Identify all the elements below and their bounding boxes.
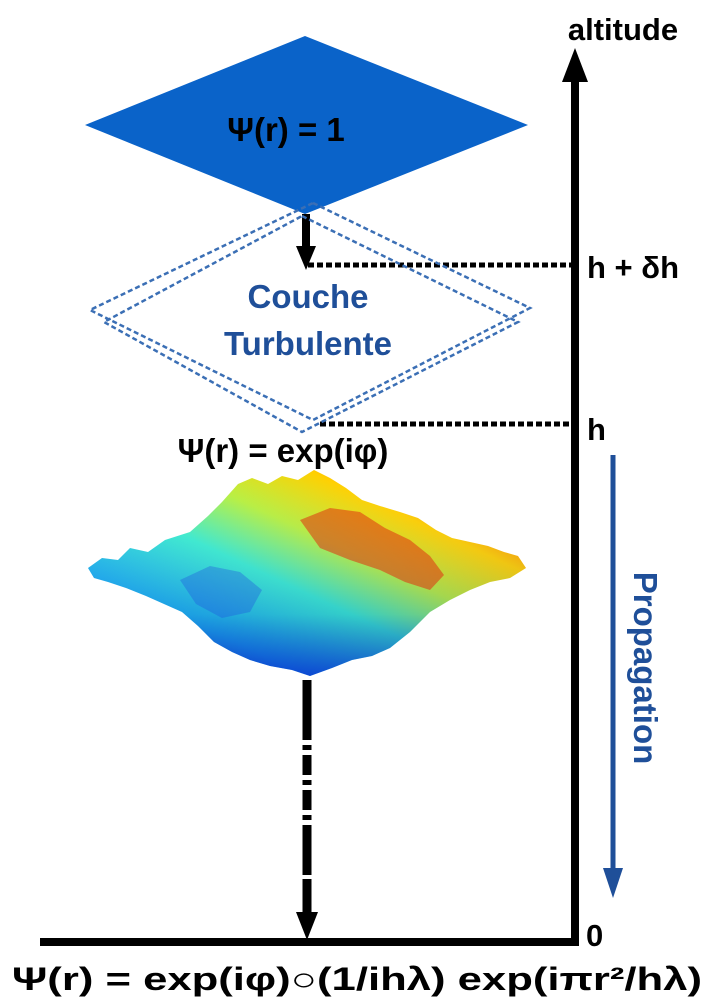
propagation-label: Propagation xyxy=(627,572,664,765)
turbulent-layer-outline-inner xyxy=(101,214,521,434)
plane-to-layer-arrowhead xyxy=(296,246,316,270)
incident-wave-label: Ψ(r) = 1 xyxy=(227,111,344,148)
altitude-axis-arrowhead xyxy=(562,48,588,82)
propagation-path-arrowhead xyxy=(296,912,318,940)
tick-h-plus-dh: h + δh xyxy=(587,250,679,285)
altitude-axis-title: altitude xyxy=(568,12,678,47)
phase-screen-surface xyxy=(88,470,526,676)
turbulent-layer-outline-outer xyxy=(87,201,533,422)
tick-zero: 0 xyxy=(586,918,603,953)
turbulent-layer-label-line2: Turbulente xyxy=(224,325,392,362)
phase-screen-label: Ψ(r) = exp(iφ) xyxy=(178,432,389,469)
ground-field-equation: Ψ(r) = exp(iφ)○(1/ihλ) exp(iπr²/hλ) xyxy=(12,961,702,997)
tick-h: h xyxy=(587,412,606,447)
turbulent-layer-label-line1: Couche xyxy=(247,278,368,315)
propagation-arrowhead xyxy=(603,868,623,898)
incident-wave-plane xyxy=(85,36,528,214)
